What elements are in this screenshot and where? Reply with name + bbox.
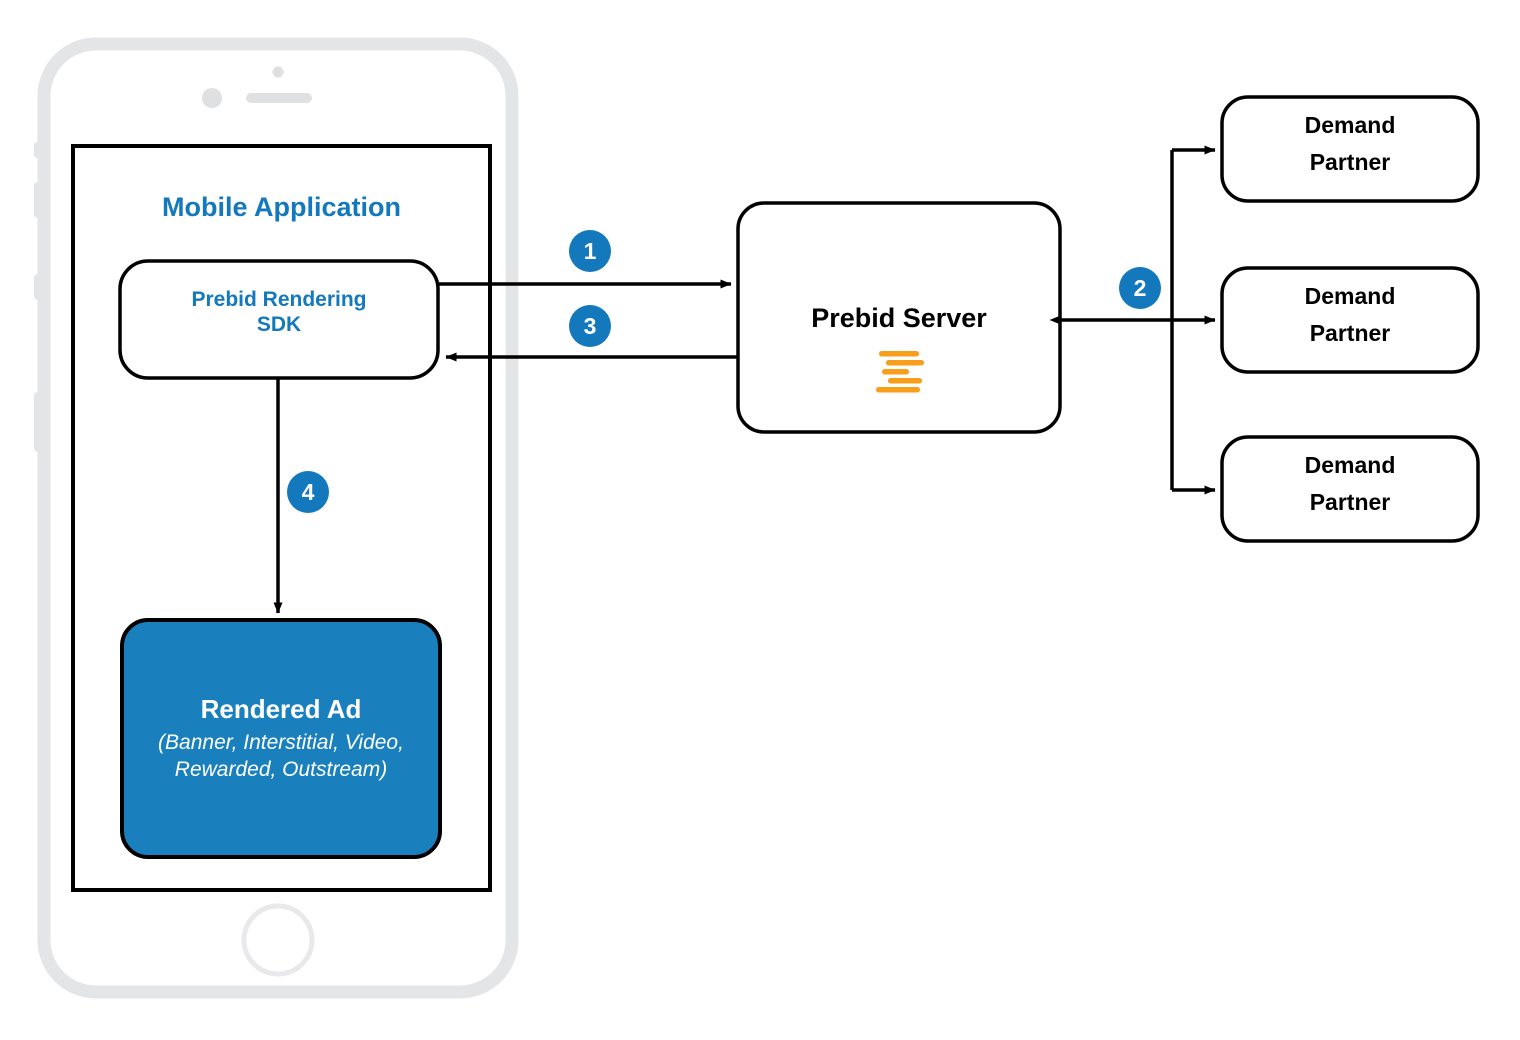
demand-partner-box-3[interactable] [1220,435,1480,543]
step-badge-1-circle [569,230,611,272]
home-button-icon[interactable] [241,903,315,977]
camera-dot-icon [272,66,284,78]
step-badge-2-circle [1119,267,1161,309]
demand-partner-box-1[interactable] [1220,95,1480,203]
prebid-server-box[interactable] [736,201,1062,434]
demand-partner-box-2[interactable] [1220,266,1480,374]
sensor-dot-icon [202,88,222,108]
speaker-grill-icon [246,93,312,103]
rendered-ad-box[interactable] [120,618,442,859]
step-badge-3-circle [569,305,611,347]
prebid-logo-icon [876,351,924,393]
prebid-rendering-sdk-box[interactable] [118,259,440,380]
step-badge-4-circle [287,471,329,513]
